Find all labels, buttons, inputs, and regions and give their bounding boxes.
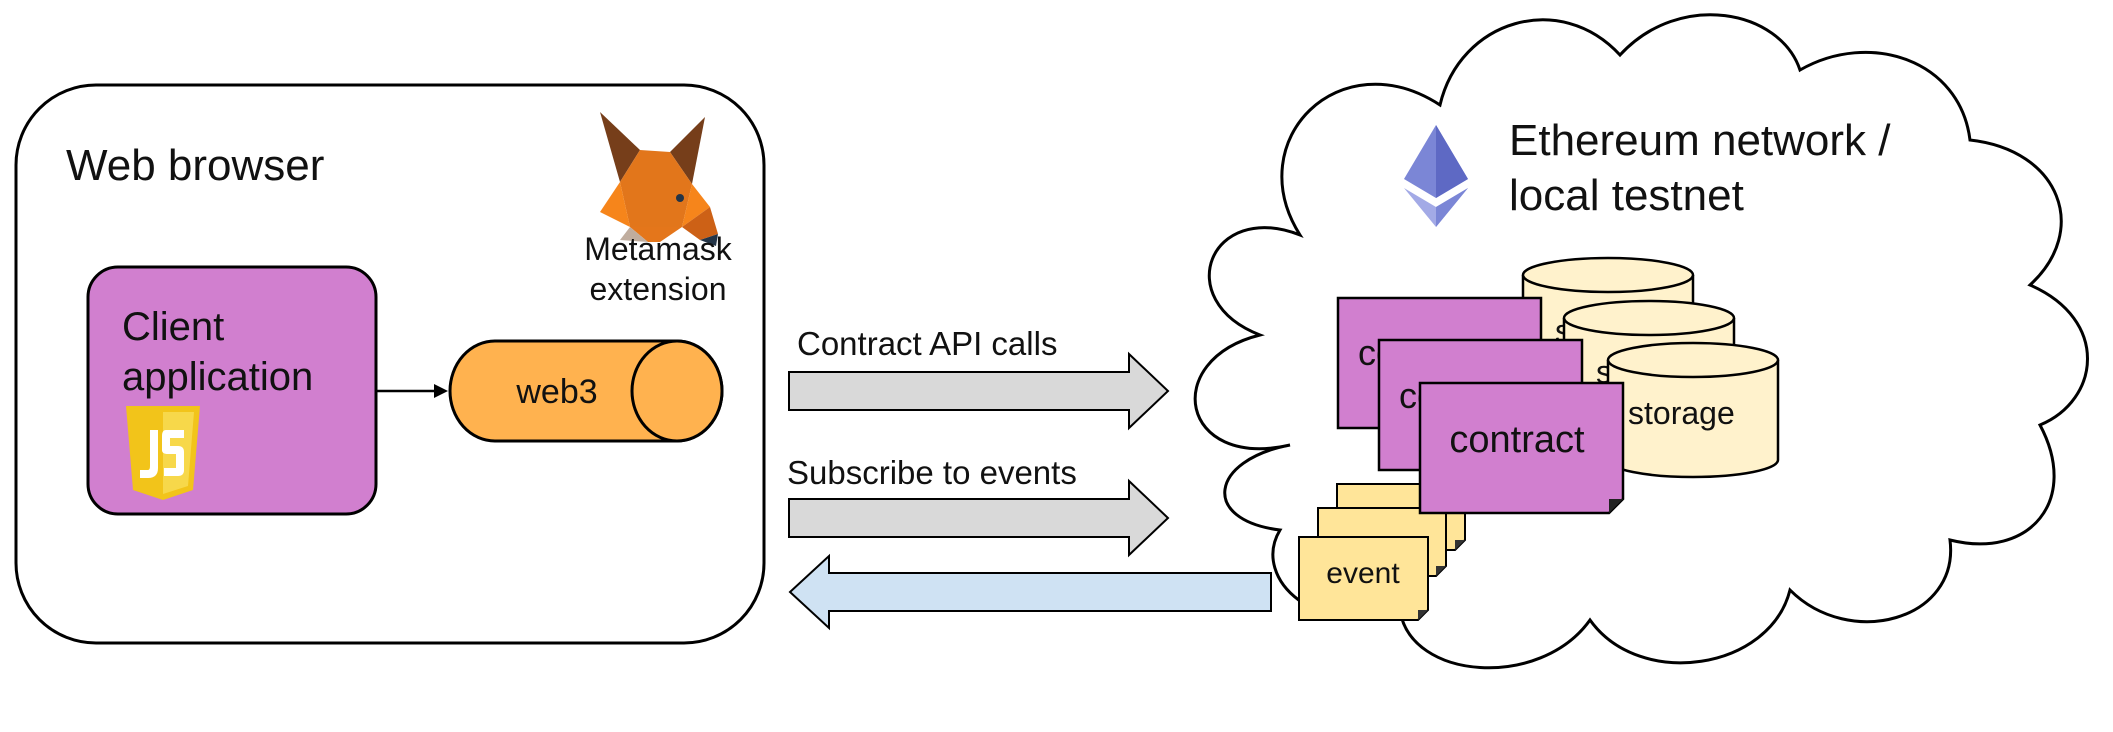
contract-front-label: contract bbox=[1449, 419, 1585, 461]
network-title-line1: Ethereum network / bbox=[1509, 116, 1891, 165]
event-notification-arrow bbox=[788, 553, 1272, 631]
web3-cylinder bbox=[448, 339, 724, 443]
event-front-label: event bbox=[1326, 557, 1400, 590]
contract-api-calls-label: Contract API calls bbox=[797, 325, 1057, 362]
client-label-line1: Client bbox=[122, 305, 224, 349]
ethereum-diamond-icon bbox=[1404, 125, 1468, 227]
client-label-line2: application bbox=[122, 355, 313, 399]
subscribe-to-events-label: Subscribe to events bbox=[787, 454, 1077, 491]
subscribe-to-events-arrow bbox=[788, 478, 1170, 558]
client-to-web3-arrowhead bbox=[434, 384, 448, 398]
web3-label: web3 bbox=[515, 373, 597, 411]
web-browser-title: Web browser bbox=[66, 141, 324, 190]
storage-front-label: storage bbox=[1628, 395, 1735, 431]
metamask-label-line1: Metamask bbox=[584, 231, 733, 267]
network-title-line2: local testnet bbox=[1509, 171, 1744, 220]
contract-api-calls-arrow bbox=[788, 351, 1170, 431]
metamask-fox-icon bbox=[600, 112, 718, 246]
metamask-label-line2: extension bbox=[590, 271, 727, 307]
javascript-shield-icon bbox=[126, 406, 200, 500]
storage-cylinder-front bbox=[1606, 341, 1780, 479]
event-note-front bbox=[1298, 536, 1429, 621]
contract-note-front bbox=[1418, 381, 1625, 515]
